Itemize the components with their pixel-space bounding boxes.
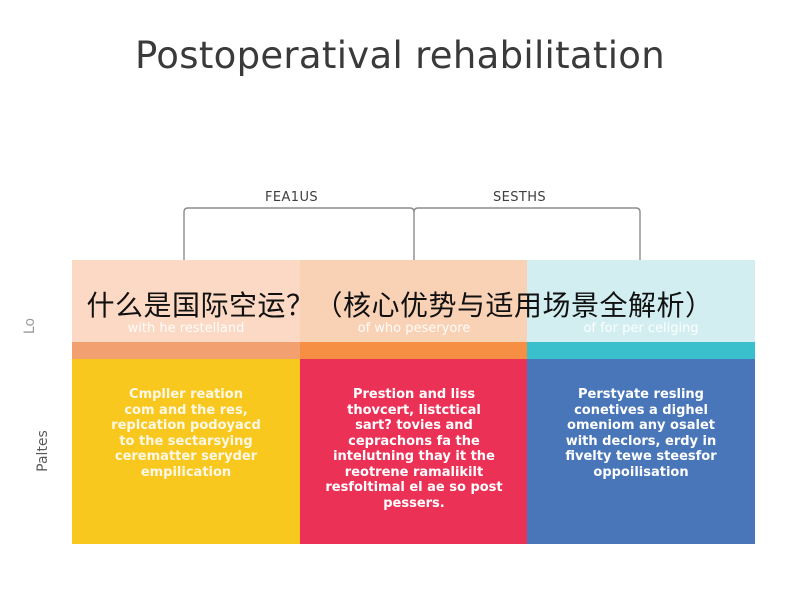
column-2: of who peseryore Prestion and liss thovc… bbox=[300, 260, 528, 544]
grouping-brackets bbox=[183, 207, 641, 260]
column-2-band bbox=[300, 342, 528, 359]
column-1-body: Cmpller reation com and the res, replcat… bbox=[72, 359, 300, 544]
diagram-title: Postoperatival rehabilitation bbox=[135, 34, 665, 77]
column-2-subhead: of who peseryore bbox=[357, 321, 471, 336]
row-label-bottom: Paltes bbox=[34, 430, 51, 472]
column-3-band bbox=[527, 342, 755, 359]
column-1-header: with he restelland bbox=[72, 260, 300, 342]
column-2-body: Prestion and liss thovcert, listctical s… bbox=[300, 359, 528, 544]
column-1: with he restelland Cmpller reation com a… bbox=[72, 260, 300, 544]
overlay-caption: 什么是国际空运？（核心优势与适用场景全解析） bbox=[86, 289, 714, 322]
group-label-right: SESTHS bbox=[493, 190, 547, 205]
group-label-left: FEA1US bbox=[265, 190, 319, 205]
column-3-header: of for per celiging bbox=[527, 260, 755, 342]
column-1-band bbox=[72, 342, 300, 359]
column-3: of for per celiging Perstyate resling co… bbox=[527, 260, 755, 544]
column-3-subhead: of for per celiging bbox=[583, 321, 699, 336]
column-1-subhead: with he restelland bbox=[127, 321, 245, 336]
column-3-body: Perstyate resling conetives a dighel ome… bbox=[527, 359, 755, 544]
column-2-header: of who peseryore bbox=[300, 260, 528, 342]
